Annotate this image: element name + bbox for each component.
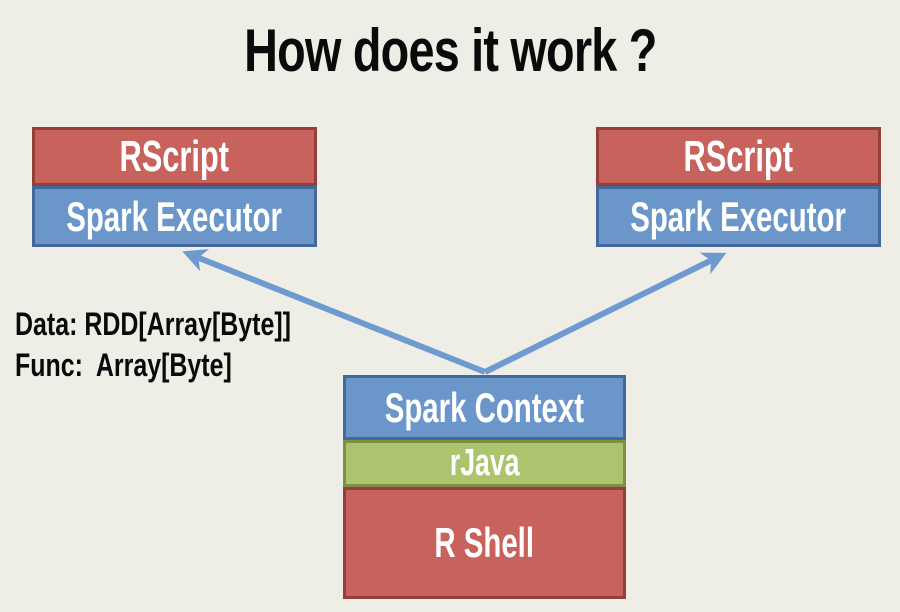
page-title-text: How does it work ? [243,17,657,84]
rscript-label-left: RScript [119,131,230,181]
r-shell-label: R Shell [434,519,535,566]
rjava-label: rJava [449,442,520,484]
spark-executor-label-right: Spark Executor [630,192,847,240]
page-title: How does it work ? [0,16,900,85]
spark-context-label: Spark Context [384,383,585,431]
spark-executor-box-left: Spark Executor [32,186,317,247]
arrow-to-right-executor-icon [483,252,727,375]
rscript-label-right: RScript [683,131,794,181]
annotation-block: Data: RDD[Array[Byte]] Func: Array[Byte] [15,304,369,386]
executor-stack-right: RScript Spark Executor [596,127,881,247]
spark-executor-label-left: Spark Executor [66,192,283,240]
annotation-func-line: Func: Array[Byte] [15,347,232,383]
annotation-data-line: Data: RDD[Array[Byte]] [15,306,291,342]
driver-stack: Spark Context rJava R Shell [343,375,626,599]
spark-context-box: Spark Context [343,375,626,440]
spark-executor-box-right: Spark Executor [596,186,881,247]
rscript-box-left: RScript [32,127,317,186]
rscript-box-right: RScript [596,127,881,186]
rjava-box: rJava [343,440,626,487]
r-shell-box: R Shell [343,487,626,599]
executor-stack-left: RScript Spark Executor [32,127,317,247]
